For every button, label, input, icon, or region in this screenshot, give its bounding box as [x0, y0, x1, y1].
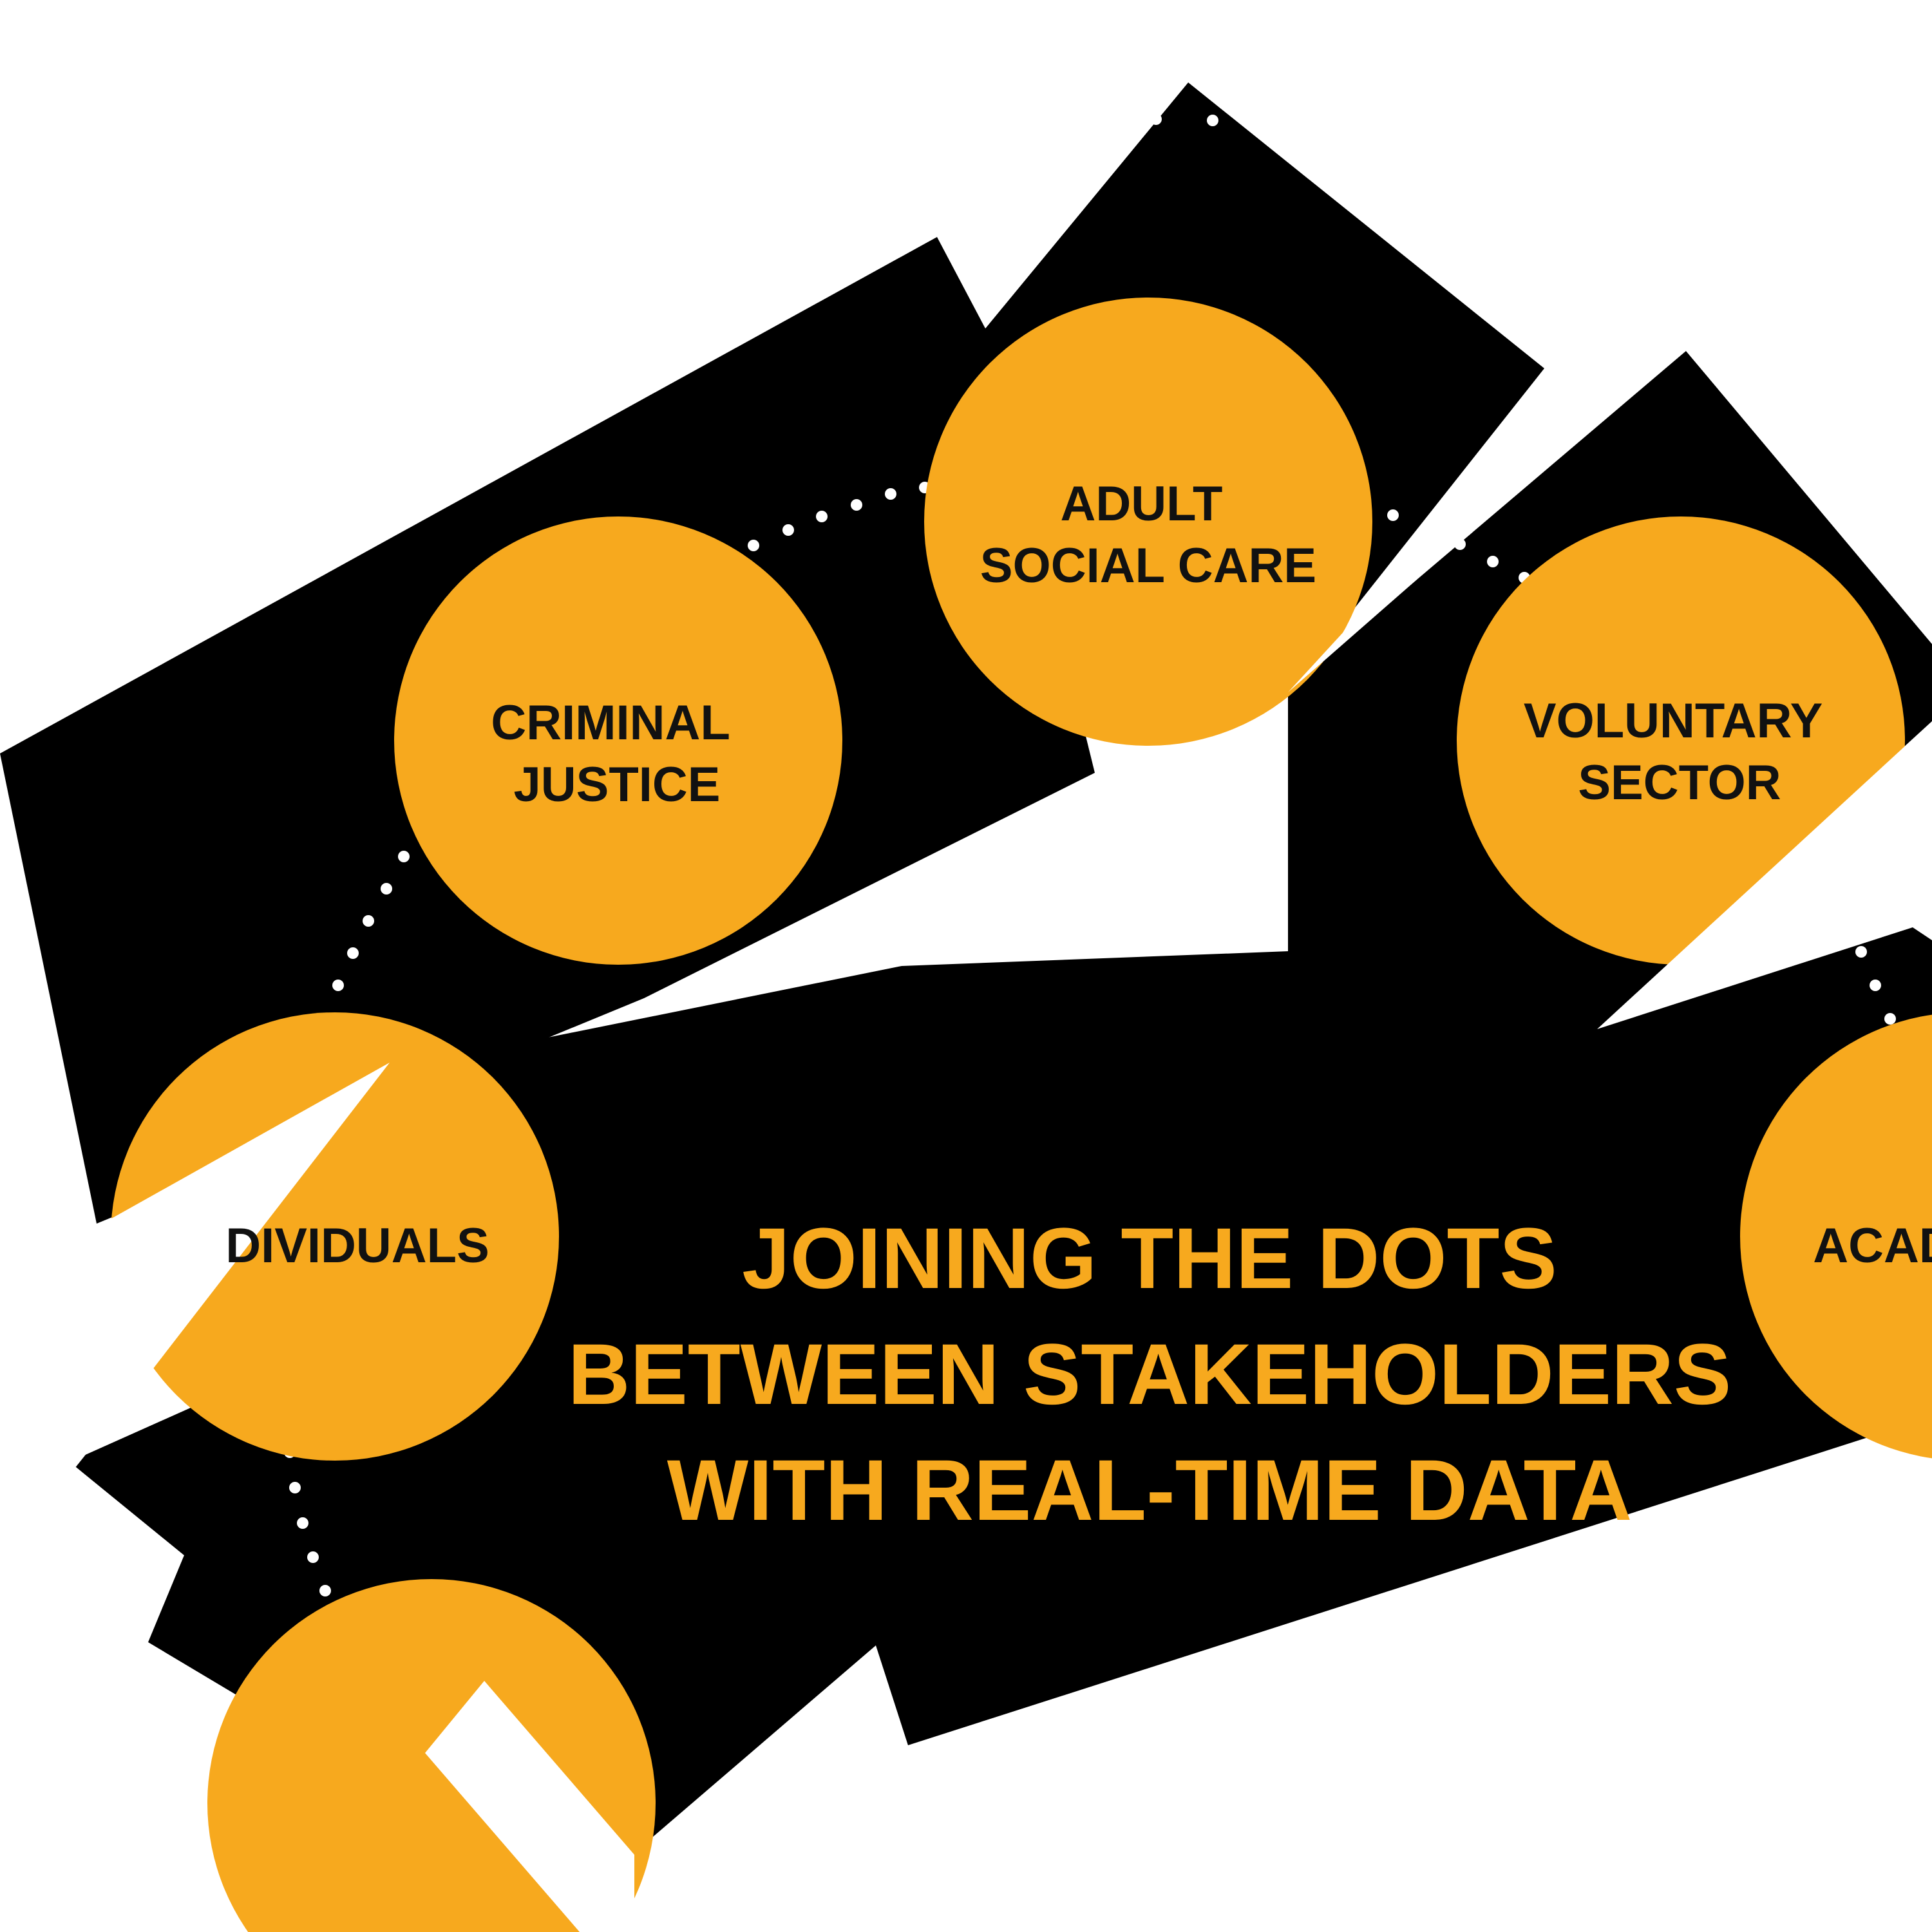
connector-dot — [748, 540, 759, 551]
headline-line-1: JOINING THE DOTS — [742, 1211, 1557, 1307]
connector-dot — [1454, 538, 1466, 550]
tear-right — [1597, 721, 1932, 1029]
stakeholder-nodes — [111, 298, 1932, 1932]
connector-dot — [363, 915, 374, 927]
node-adult-social-care — [924, 298, 1372, 746]
connector-dot — [1884, 1013, 1896, 1025]
label-criminal-justice: CRIMINAL JUSTICE — [491, 696, 743, 812]
connector-dot — [1855, 946, 1867, 958]
connector-dot — [332, 980, 344, 991]
connector-dot — [1487, 556, 1499, 567]
connector-dot — [851, 499, 862, 511]
label-voluntary-sector: VOLUNTARY SECTOR — [1524, 694, 1835, 810]
node-individuals — [111, 1012, 559, 1461]
connector-dot — [1207, 115, 1218, 126]
connector-dot — [319, 1585, 331, 1596]
connector-dot — [347, 947, 359, 959]
connector-dot — [782, 524, 794, 536]
connector-dot — [1387, 509, 1399, 521]
headline-line-2: BETWEEN STAKEHOLDERS — [568, 1327, 1732, 1423]
tear-bottom — [425, 1681, 634, 1932]
connector-dot — [1870, 980, 1881, 991]
tear-left — [39, 1063, 390, 1481]
connector-dot — [885, 488, 896, 500]
connector-dot — [816, 511, 828, 522]
connector-dot — [381, 883, 392, 895]
connector-dot — [307, 1551, 319, 1563]
tear-right-edge — [1674, 0, 1932, 644]
connector-dot — [289, 1482, 301, 1493]
tear-top-edge — [966, 0, 1224, 328]
node-academia — [1740, 1014, 1932, 1459]
label-adult-social-care: ADULT SOCIAL CARE — [980, 477, 1316, 593]
node-criminal-justice — [394, 516, 842, 965]
connector-dot — [398, 851, 410, 862]
tear-upper-right — [1288, 412, 1546, 692]
node-labels: ADULT SOCIAL CARE CRIMINAL JUSTICE VOLUN… — [225, 477, 1932, 1273]
label-individuals: DIVIDUALS — [225, 1218, 489, 1273]
headline: JOINING THE DOTS BETWEEN STAKEHOLDERS WI… — [568, 1211, 1732, 1539]
label-academia: ACAD — [1813, 1218, 1932, 1273]
headline-line-3: WITH REAL-TIME DATA — [667, 1443, 1633, 1539]
connector-dot — [297, 1517, 308, 1529]
paper-tears — [39, 0, 1932, 1932]
